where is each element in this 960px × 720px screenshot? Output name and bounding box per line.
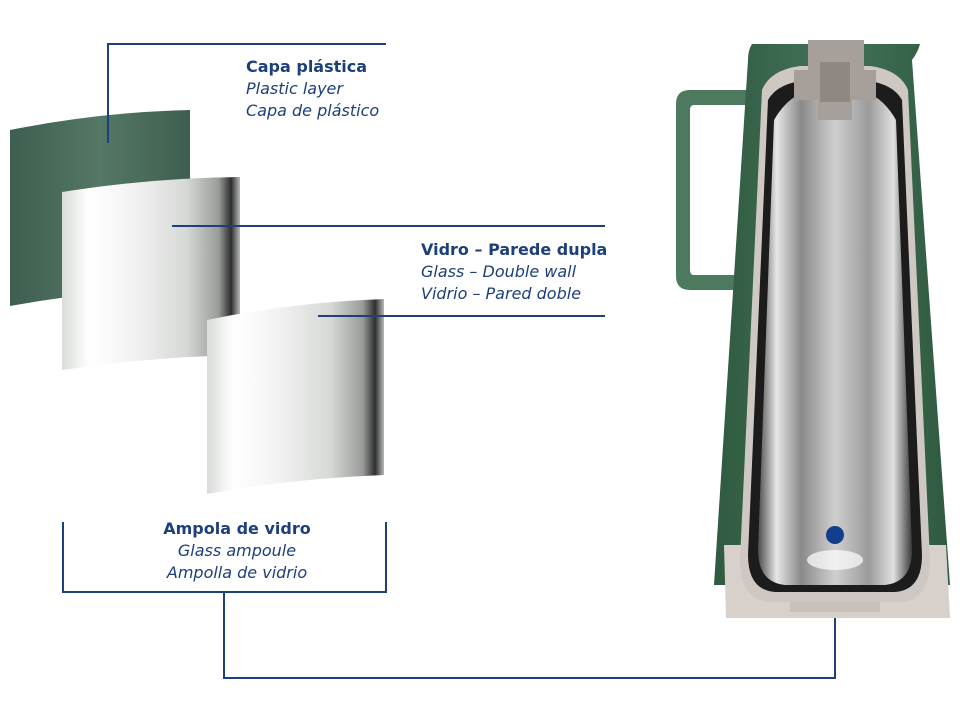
label-plastic-layer: Capa plástica Plastic layer Capa de plás… bbox=[246, 56, 379, 122]
glass-inner-wall-panel bbox=[207, 299, 384, 494]
glass-ampoule bbox=[758, 90, 912, 585]
label-plastic-es: Capa de plástico bbox=[246, 101, 380, 120]
label-ampoule-title: Ampola de vidro bbox=[163, 519, 311, 538]
label-glass-ampoule: Ampola de vidro Glass ampoule Ampolla de… bbox=[152, 518, 322, 584]
label-glass-title: Vidro – Parede dupla bbox=[421, 240, 608, 259]
label-plastic-en: Plastic layer bbox=[246, 79, 343, 98]
thermos-cutaway bbox=[676, 40, 950, 618]
label-ampoule-en: Glass ampoule bbox=[177, 541, 297, 560]
thermos-handle bbox=[676, 90, 748, 290]
label-ampoule-es: Ampolla de vidrio bbox=[166, 563, 308, 582]
label-glass-en: Glass – Double wall bbox=[421, 262, 577, 281]
label-glass-es: Vidrio – Pared doble bbox=[421, 284, 582, 303]
label-glass-double-wall: Vidro – Parede dupla Glass – Double wall… bbox=[421, 239, 607, 305]
ampoule-marker-dot bbox=[826, 526, 844, 544]
leader-plastic bbox=[107, 43, 386, 143]
label-plastic-title: Capa plástica bbox=[246, 57, 368, 76]
